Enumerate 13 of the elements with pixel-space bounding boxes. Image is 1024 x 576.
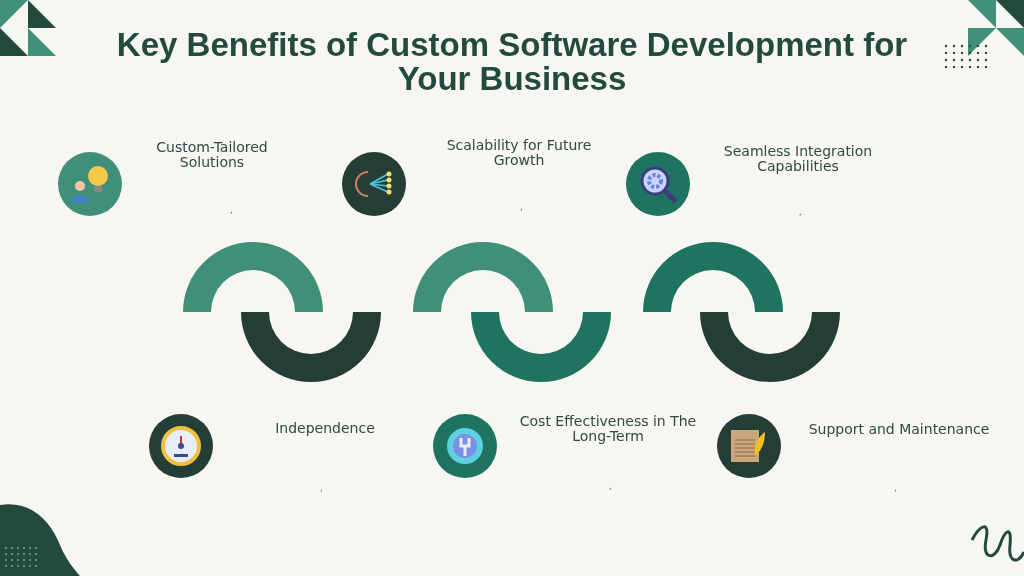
comma-mark: ,	[609, 482, 612, 491]
comma-mark: ,	[230, 206, 233, 215]
benefit-label: Custom-Tailored Solutions	[155, 140, 269, 170]
benefit-label: Scalability for Future Growth	[445, 138, 593, 168]
benefit-label: Independence	[274, 421, 376, 436]
comma-mark: ,	[520, 203, 523, 212]
comma-mark: ,	[799, 208, 802, 217]
comma-mark: ,	[894, 484, 897, 493]
benefit-label: Seamless Integration Capabilities	[722, 144, 874, 174]
benefit-label: Cost Effectiveness in The Long-Term	[518, 414, 698, 444]
comma-mark: ,	[320, 484, 323, 493]
title: Key Benefits of Custom Software Development for Your Business	[115, 28, 909, 96]
benefit-label: Support and Maintenance	[807, 422, 991, 437]
